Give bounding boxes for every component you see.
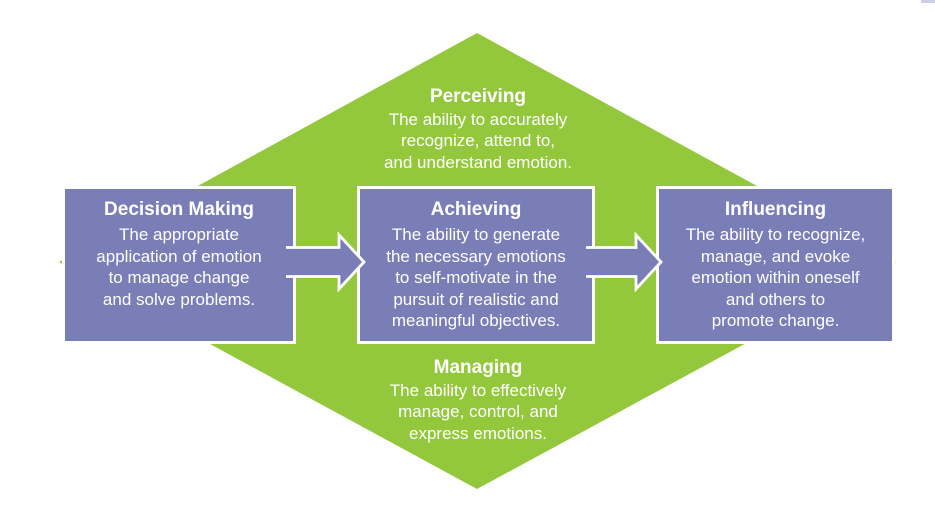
influencing-box: Influencing The ability to recognize, ma… xyxy=(656,186,895,344)
right-arrow-icon xyxy=(586,231,663,293)
top-section-description: The ability to accurately recognize, att… xyxy=(383,110,573,172)
influencing-description: The ability to recognize, manage, and ev… xyxy=(685,225,866,330)
achieving-title: Achieving xyxy=(430,199,522,220)
influencing-title: Influencing xyxy=(724,199,827,220)
achieving-box: Achieving The ability to generate the ne… xyxy=(357,186,595,344)
top-section: Perceiving The ability to accurately rec… xyxy=(303,85,653,173)
bottom-section-description: The ability to effectively manage, contr… xyxy=(389,381,567,443)
right-arrow-icon xyxy=(286,231,366,293)
corner-artifact xyxy=(921,0,935,3)
top-section-title: Perceiving xyxy=(429,86,527,107)
decision-making-box: Decision Making The appropriate applicat… xyxy=(62,186,296,344)
bottom-section: Managing The ability to effectively mana… xyxy=(303,356,653,444)
bottom-section-title: Managing xyxy=(433,357,523,378)
decision-making-description: The appropriate application of emotion t… xyxy=(96,225,262,309)
decision-making-title: Decision Making xyxy=(104,199,254,220)
achieving-description: The ability to generate the necessary em… xyxy=(386,225,566,330)
